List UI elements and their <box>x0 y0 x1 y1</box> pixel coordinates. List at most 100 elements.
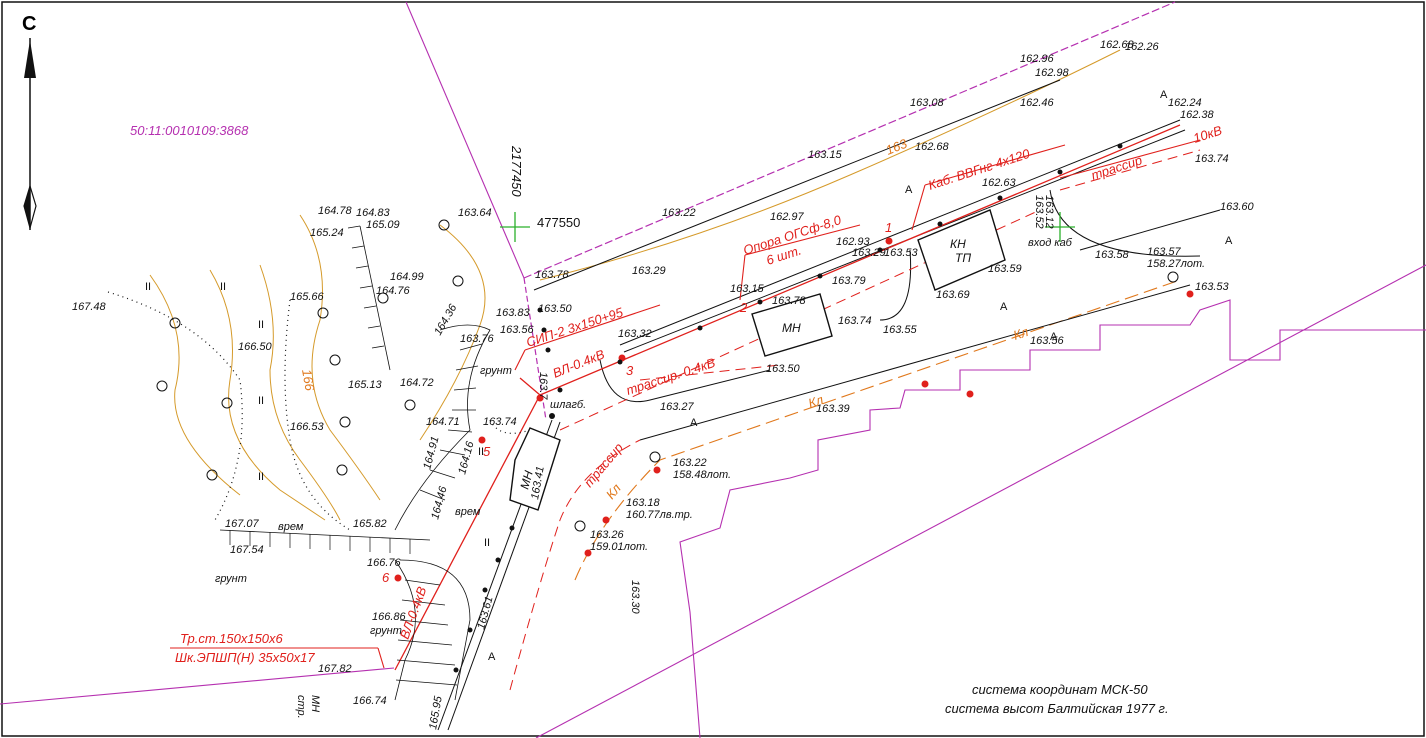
elev: 163.50 <box>538 303 573 315</box>
elev: 158.27лот. <box>1147 258 1205 270</box>
kn-tp-building <box>917 209 1006 291</box>
cabinet-label: Шк.ЭПШП(Н) 35х50х17 <box>175 650 315 665</box>
grid-x-label: 2177450 <box>509 145 524 197</box>
elev: 166.86 <box>372 611 407 623</box>
point-1: 1 <box>885 220 892 235</box>
shlagb-label: шлагб. <box>550 399 586 411</box>
elev: 165.09 <box>366 219 400 231</box>
elev: 159.01лот. <box>590 541 648 553</box>
elev: 163.15 <box>808 149 843 161</box>
elev: 163.18 <box>626 497 661 509</box>
elev: 162.46 <box>1020 97 1055 109</box>
elev: 163.53 <box>1195 281 1230 293</box>
kl-label-2: Кл <box>806 392 826 411</box>
callout-leaders <box>170 139 1201 669</box>
elev: 163.41 <box>529 465 547 500</box>
kl-cable-line <box>574 279 1181 581</box>
tp-label: ТП <box>955 251 971 265</box>
elev: 163.29 <box>632 265 666 277</box>
elev: 163.27 <box>660 401 695 413</box>
elev: 163.59 <box>988 263 1022 275</box>
kl-label-3: Кл <box>603 480 625 502</box>
point-6: 6 <box>382 570 390 585</box>
mn-building-2 <box>509 427 561 511</box>
elev: 163.08 <box>910 97 945 109</box>
elev: 167.54 <box>230 544 264 556</box>
mn-label-1: МН <box>782 321 801 335</box>
elev: 166.76 <box>367 557 402 569</box>
footer-line-2: система высот Балтийская 1977 г. <box>945 701 1169 716</box>
elev: 163.39 <box>816 403 850 415</box>
elev: 163.78 <box>535 269 570 281</box>
elev: 163.22 <box>673 457 707 469</box>
grid-y-label: 477550 <box>537 215 580 230</box>
pole-points <box>453 143 1123 673</box>
trassir-mid-label: трассир. 0.4кВ <box>624 355 717 398</box>
slope-hatching <box>219 225 491 701</box>
trassir-left-label: трассир <box>581 440 626 490</box>
grass-II4: II <box>258 395 264 407</box>
point-2: 2 <box>739 300 748 315</box>
mn-str-label-2: стр. <box>295 695 307 719</box>
north-arrow: С <box>22 13 37 231</box>
elev: 163.74 <box>483 416 517 428</box>
elev: 166.53 <box>290 421 325 433</box>
elev: 162.96 <box>1020 53 1055 65</box>
contour-lines <box>149 49 1121 521</box>
elev: 158.48лот. <box>673 469 731 481</box>
landuse-A5: А <box>690 417 698 429</box>
kv10-label: 10кВ <box>1191 122 1224 145</box>
elev: 164.16 <box>456 439 477 475</box>
elev: 164.72 <box>400 377 434 389</box>
grass-II3: II <box>258 319 264 331</box>
elev: 163.78 <box>772 295 807 307</box>
elev: 163.64 <box>458 207 492 219</box>
grass-II1: II <box>145 281 151 293</box>
grunt-label-1: грунт <box>480 365 512 377</box>
elev: 164.76 <box>376 285 411 297</box>
red-points <box>394 237 1194 582</box>
grass-II6: II <box>478 446 484 458</box>
grass-II5: II <box>258 471 264 483</box>
vrem-label-2: врем <box>455 506 481 518</box>
elev: 166.50 <box>238 341 273 353</box>
elev: 165.13 <box>348 379 383 391</box>
contour-163-label: 163 <box>884 135 910 157</box>
elev: 163.53 <box>884 247 919 259</box>
elev: 165.82 <box>353 518 387 530</box>
elev: 162.38 <box>1180 109 1215 121</box>
landuse-A3: А <box>1225 235 1233 247</box>
elev: 162.24 <box>1168 97 1202 109</box>
elev: 162.68 <box>1100 39 1135 51</box>
elev: 162.68 <box>915 141 950 153</box>
kl-label-1: Кл <box>1011 324 1031 343</box>
elev: 163.57 <box>1147 246 1182 258</box>
elev: 164.99 <box>390 271 424 283</box>
elev: 163.58 <box>1095 249 1130 261</box>
elev: 163.56 <box>500 324 535 336</box>
grass-II2: II <box>220 281 226 293</box>
elev: 162.26 <box>1125 41 1160 53</box>
elev: 162.98 <box>1035 67 1070 79</box>
elev: 163.7 <box>537 372 549 400</box>
elev: 163.55 <box>883 324 918 336</box>
elev: 164.78 <box>318 205 353 217</box>
point-5: 5 <box>483 444 491 459</box>
elev: 163.69 <box>936 289 970 301</box>
buildings <box>509 209 1006 511</box>
elev: 163.50 <box>766 363 801 375</box>
landuse-A6: А <box>488 651 496 663</box>
elev: 165.95 <box>427 694 445 730</box>
elev: 164.46 <box>429 484 450 520</box>
landuse-A1: А <box>1160 89 1168 101</box>
tree-symbols <box>156 219 1179 532</box>
elev: 163.15 <box>730 283 765 295</box>
elev: 163.32 <box>618 328 652 340</box>
elev: 167.07 <box>225 518 260 530</box>
elev: 163.30 <box>629 580 641 615</box>
landuse-A2: А <box>905 184 913 196</box>
elev: 162.93 <box>836 236 871 248</box>
overhead-line <box>394 124 1181 671</box>
north-label: С <box>22 13 36 35</box>
